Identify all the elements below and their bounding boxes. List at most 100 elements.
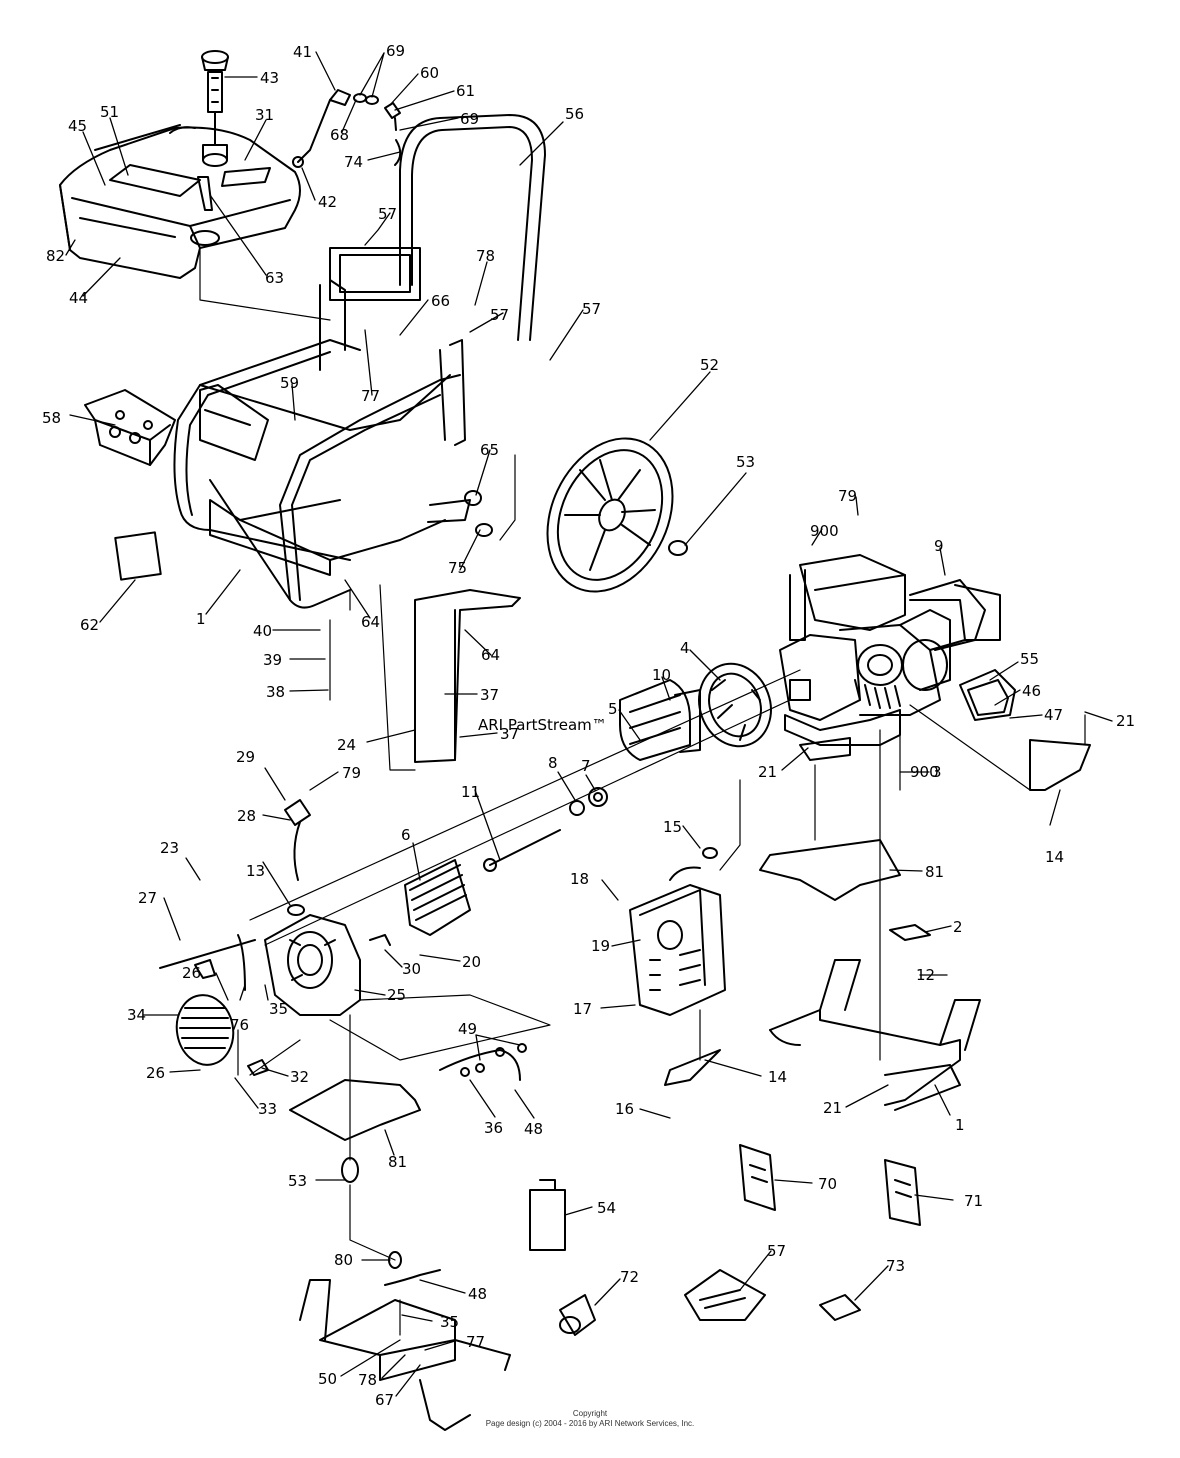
end-bell-drawing — [159, 914, 391, 1066]
callout-label: 9 — [934, 537, 944, 555]
callout-label: 4 — [680, 639, 690, 657]
wheel-drawing — [464, 437, 688, 593]
callout-label: 34 — [127, 1006, 146, 1024]
callout-label: 40 — [253, 622, 272, 640]
callout-label: 57 — [767, 1242, 786, 1260]
callout-label: 79 — [838, 487, 857, 505]
callout-label: 51 — [100, 103, 119, 121]
callout-label: 3 — [932, 763, 942, 781]
callout-label: 31 — [255, 106, 274, 124]
frame-drawing — [173, 279, 471, 609]
brush-wire-drawing — [237, 799, 527, 1081]
callout-label: 29 — [236, 748, 255, 766]
callout-label: 28 — [237, 807, 256, 825]
callout-label: 80 — [334, 1251, 353, 1269]
callout-label: 58 — [42, 409, 61, 427]
callout-label: 23 — [160, 839, 179, 857]
muffler-drawing — [629, 847, 726, 1086]
callout-label: 10 — [652, 666, 671, 684]
fuel-gauge-drawing — [201, 50, 229, 146]
callout-label: 900 — [910, 763, 939, 781]
callout-label: 11 — [461, 783, 480, 801]
callout-label: 19 — [591, 937, 610, 955]
footer-page-design: Page design (c) 2004 - 2016 by ARI Netwo… — [485, 1419, 695, 1428]
callout-label: 70 — [818, 1175, 837, 1193]
callout-label: 26 — [146, 1064, 165, 1082]
callout-label: 33 — [258, 1100, 277, 1118]
callout-label: 63 — [265, 269, 284, 287]
callout-label: 8 — [548, 754, 558, 772]
callout-label: 5 — [608, 700, 618, 718]
callout-label: 56 — [565, 105, 584, 123]
callout-label: 16 — [615, 1100, 634, 1118]
callout-label: 32 — [290, 1068, 309, 1086]
callout-label: 82 — [46, 247, 65, 265]
callout-label: 39 — [263, 651, 282, 669]
callout-label: 13 — [246, 862, 265, 880]
callout-label: 7 — [581, 757, 591, 775]
callout-label: 18 — [570, 870, 589, 888]
accessories-drawing — [529, 1144, 921, 1336]
engine-drawing — [779, 554, 1001, 746]
callout-labels: 43 41 69 60 61 68 69 74 56 45 51 31 42 8… — [42, 42, 1135, 1409]
callout-label: 26 — [182, 964, 201, 982]
footer-copyright: Copyright — [572, 1409, 608, 1418]
callout-label: 52 — [700, 356, 719, 374]
callout-label: 21 — [823, 1099, 842, 1117]
callout-label: 12 — [916, 966, 935, 984]
cradle-frames-drawing — [299, 959, 981, 1431]
callout-label: 74 — [344, 153, 363, 171]
leader-lines — [65, 51, 1113, 1397]
callout-label: 68 — [330, 126, 349, 144]
control-panel-drawing — [84, 389, 176, 466]
callout-label: 41 — [293, 43, 312, 61]
callout-label: 81 — [925, 863, 944, 881]
callout-label: 60 — [420, 64, 439, 82]
alternator-drawing — [404, 662, 772, 936]
callout-label: 62 — [80, 616, 99, 634]
callout-label: 49 — [458, 1020, 477, 1038]
callout-label: 48 — [468, 1285, 487, 1303]
callout-label: 1 — [955, 1116, 965, 1134]
air-filter-cover-drawing — [959, 669, 1016, 721]
callout-label: 46 — [1022, 682, 1041, 700]
callout-label: 50 — [318, 1370, 337, 1388]
callout-label: 37 — [500, 725, 519, 743]
handle-drawing — [329, 114, 546, 341]
fuel-tank-drawing — [59, 124, 301, 279]
callout-label: 36 — [484, 1119, 503, 1137]
assembly-lines — [199, 249, 1086, 1336]
callout-label: 69 — [386, 42, 405, 60]
callout-label: 30 — [402, 960, 421, 978]
callout-label: 45 — [68, 117, 87, 135]
callout-label: 17 — [573, 1000, 592, 1018]
callout-label: 67 — [375, 1391, 394, 1409]
callout-label: 14 — [768, 1068, 787, 1086]
callout-label: 78 — [476, 247, 495, 265]
callout-label: 37 — [480, 686, 499, 704]
callout-label: 71 — [964, 1192, 983, 1210]
callout-label: 24 — [337, 736, 356, 754]
callout-label: 55 — [1020, 650, 1039, 668]
callout-label: 76 — [230, 1016, 249, 1034]
callout-label: 72 — [620, 1268, 639, 1286]
callout-label: 21 — [1116, 712, 1135, 730]
callout-label: 64 — [361, 613, 380, 631]
callout-label: 79 — [342, 764, 361, 782]
callout-label: 35 — [440, 1313, 459, 1331]
callout-label: 35 — [269, 1000, 288, 1018]
callout-label: 77 — [361, 387, 380, 405]
callout-label: 65 — [480, 441, 499, 459]
callout-label: 1 — [196, 610, 206, 628]
callout-label: 78 — [358, 1371, 377, 1389]
callout-label: 69 — [460, 110, 479, 128]
callout-label: 77 — [466, 1333, 485, 1351]
callout-label: 27 — [138, 889, 157, 907]
callout-label: 57 — [582, 300, 601, 318]
callout-label: 53 — [736, 453, 755, 471]
callout-label: 43 — [260, 69, 279, 87]
callout-label: 57 — [490, 306, 509, 324]
callout-label: 47 — [1044, 706, 1063, 724]
callout-label: 2 — [953, 918, 963, 936]
callout-label: 44 — [69, 289, 88, 307]
